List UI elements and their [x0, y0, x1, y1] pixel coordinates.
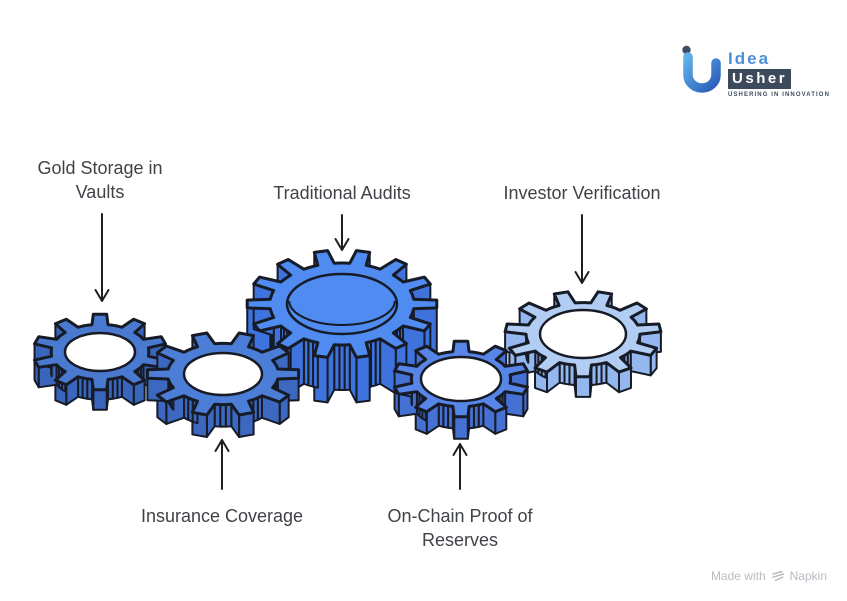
arrow-on-chain-proof	[452, 443, 468, 490]
label-gold-storage-in-vaults: Gold Storage in Vaults	[37, 158, 163, 202]
idea-usher-logo: Idea Usher USHERING IN INNOVATION	[680, 44, 830, 102]
arrow-investor-verification	[574, 214, 590, 284]
arrow-gold-storage	[94, 213, 110, 302]
label-insurance-coverage: Insurance Coverage	[140, 506, 304, 526]
logo-text-block: Idea Usher USHERING IN INNOVATION	[728, 44, 830, 98]
arrow-insurance-coverage	[214, 439, 230, 490]
gear-gold-storage	[33, 312, 167, 411]
idea-usher-mark-icon	[682, 45, 721, 93]
arrow-traditional-audits	[334, 214, 350, 251]
logo-idea-text: Idea	[728, 49, 771, 68]
napkin-logo-icon	[771, 570, 784, 582]
logo-usher-text: Usher	[728, 69, 792, 89]
napkin-brand-text: Napkin	[789, 569, 827, 583]
label-traditional-audits: Traditional Audits	[273, 183, 411, 203]
gear-insurance-coverage	[145, 331, 301, 439]
label-investor-verification: Investor Verification	[503, 183, 661, 203]
made-with-text: Made with	[710, 569, 766, 583]
label-on-chain-proof-of-reserves: On-Chain Proof of Reserves	[387, 506, 533, 550]
gear-on-chain-proof	[393, 339, 529, 440]
made-with-napkin-link[interactable]: Made with Napkin	[711, 569, 827, 583]
logo-tagline: USHERING IN INNOVATION	[728, 92, 830, 98]
gear-investor-verification	[503, 290, 663, 398]
